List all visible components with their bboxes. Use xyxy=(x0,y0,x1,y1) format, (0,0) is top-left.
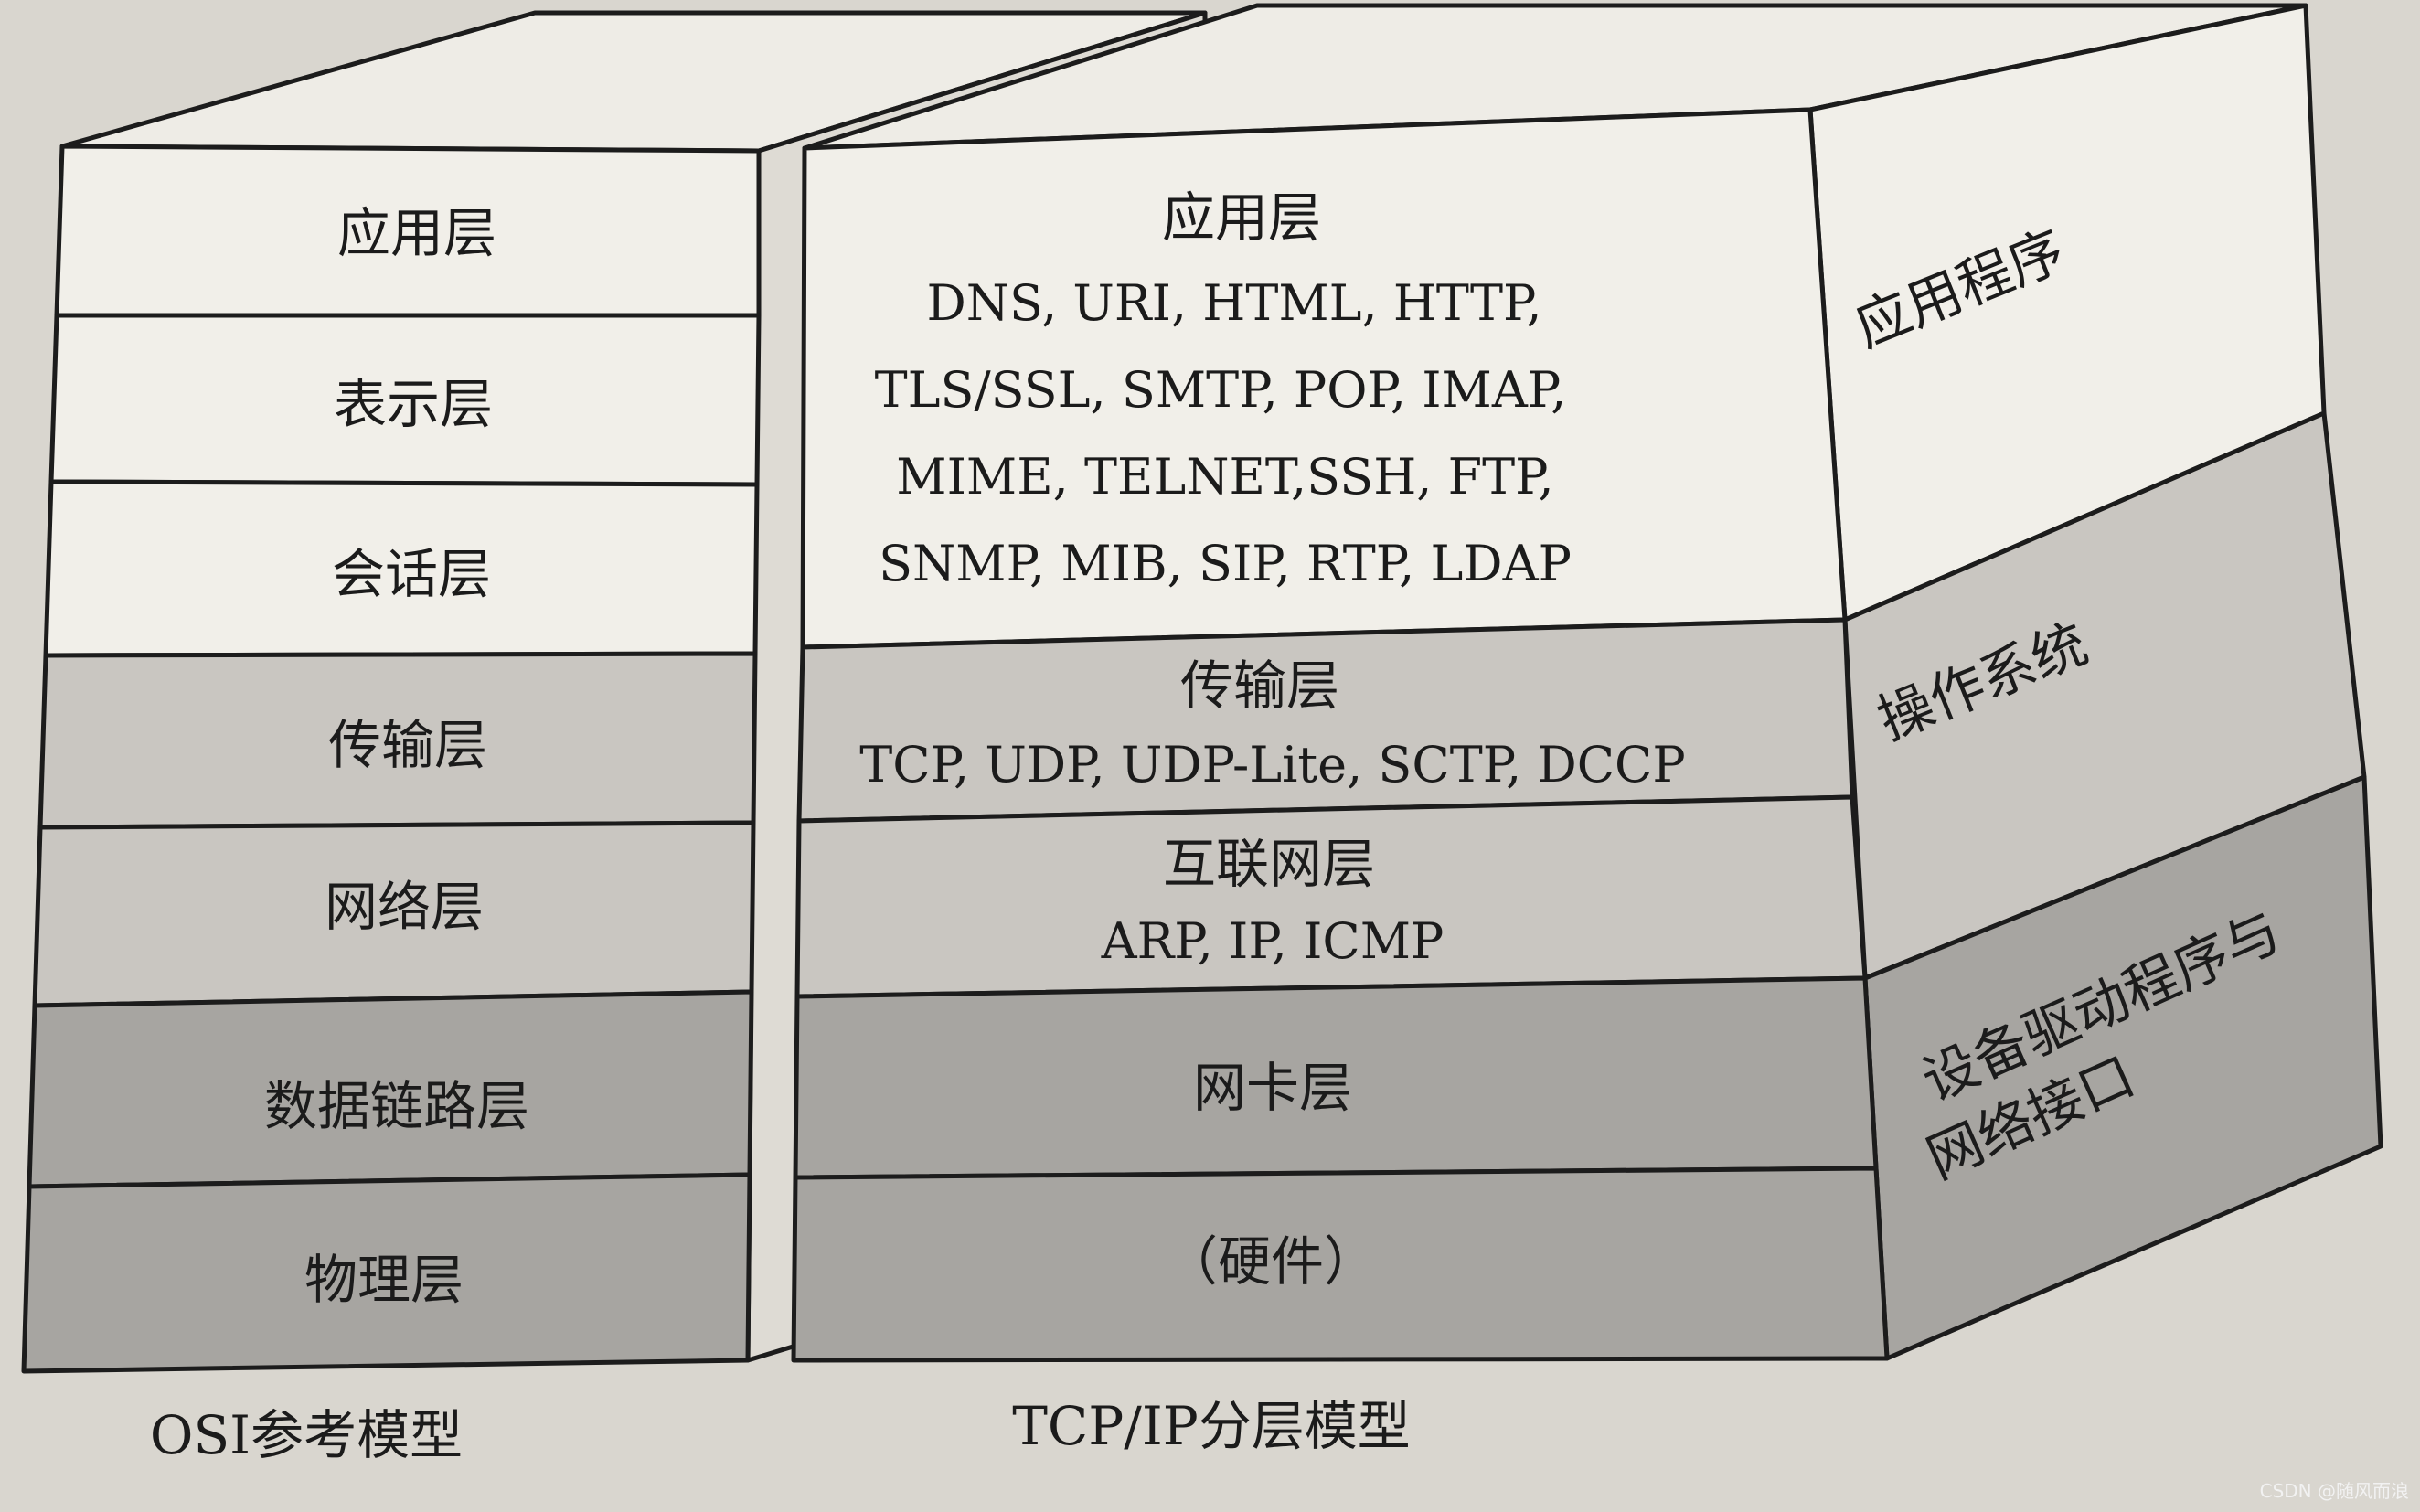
application-protocols-line-1: DNS, URI, HTML, HTTP, xyxy=(926,274,1541,332)
watermark-text: CSDN @随风而浪 xyxy=(2260,1480,2409,1502)
tcpip-label-transport: 传输层 xyxy=(1180,655,1339,717)
transport-protocols: TCP, UDP, UDP-Lite, SCTP, DCCP xyxy=(859,736,1685,793)
osi-label-transport: 传输层 xyxy=(328,714,487,776)
tcpip-label-hardware: （硬件） xyxy=(1165,1230,1377,1293)
osi-label-application: 应用层 xyxy=(337,202,496,264)
osi-caption: OSI参考模型 xyxy=(150,1404,463,1466)
osi-layer-physical xyxy=(21,1172,752,1374)
application-protocols-line-3: MIME, TELNET,SSH, FTP, xyxy=(896,448,1553,506)
osi-label-session: 会话层 xyxy=(332,543,491,605)
application-protocols-line-4: SNMP, MIB, SIP, RTP, LDAP xyxy=(879,535,1572,592)
internet-protocols: ARP, IP, ICMP xyxy=(1101,912,1445,970)
tcpip-layer-hardware xyxy=(791,1166,1890,1363)
tcpip-label-link: 网卡层 xyxy=(1193,1057,1352,1119)
osi-label-datalink: 数据链路层 xyxy=(264,1075,529,1137)
application-protocols-line-2: TLS/SSL, SMTP, POP, IMAP, xyxy=(875,361,1567,419)
osi-label-physical: 物理层 xyxy=(304,1249,464,1311)
tcpip-caption: TCP/IP分层模型 xyxy=(1012,1395,1411,1457)
osi-label-presentation: 表示层 xyxy=(334,373,493,435)
tcpip-label-application: 应用层 xyxy=(1162,186,1321,249)
tcpip-label-internet: 互联网层 xyxy=(1163,833,1375,895)
osi-label-network: 网络层 xyxy=(325,876,484,938)
